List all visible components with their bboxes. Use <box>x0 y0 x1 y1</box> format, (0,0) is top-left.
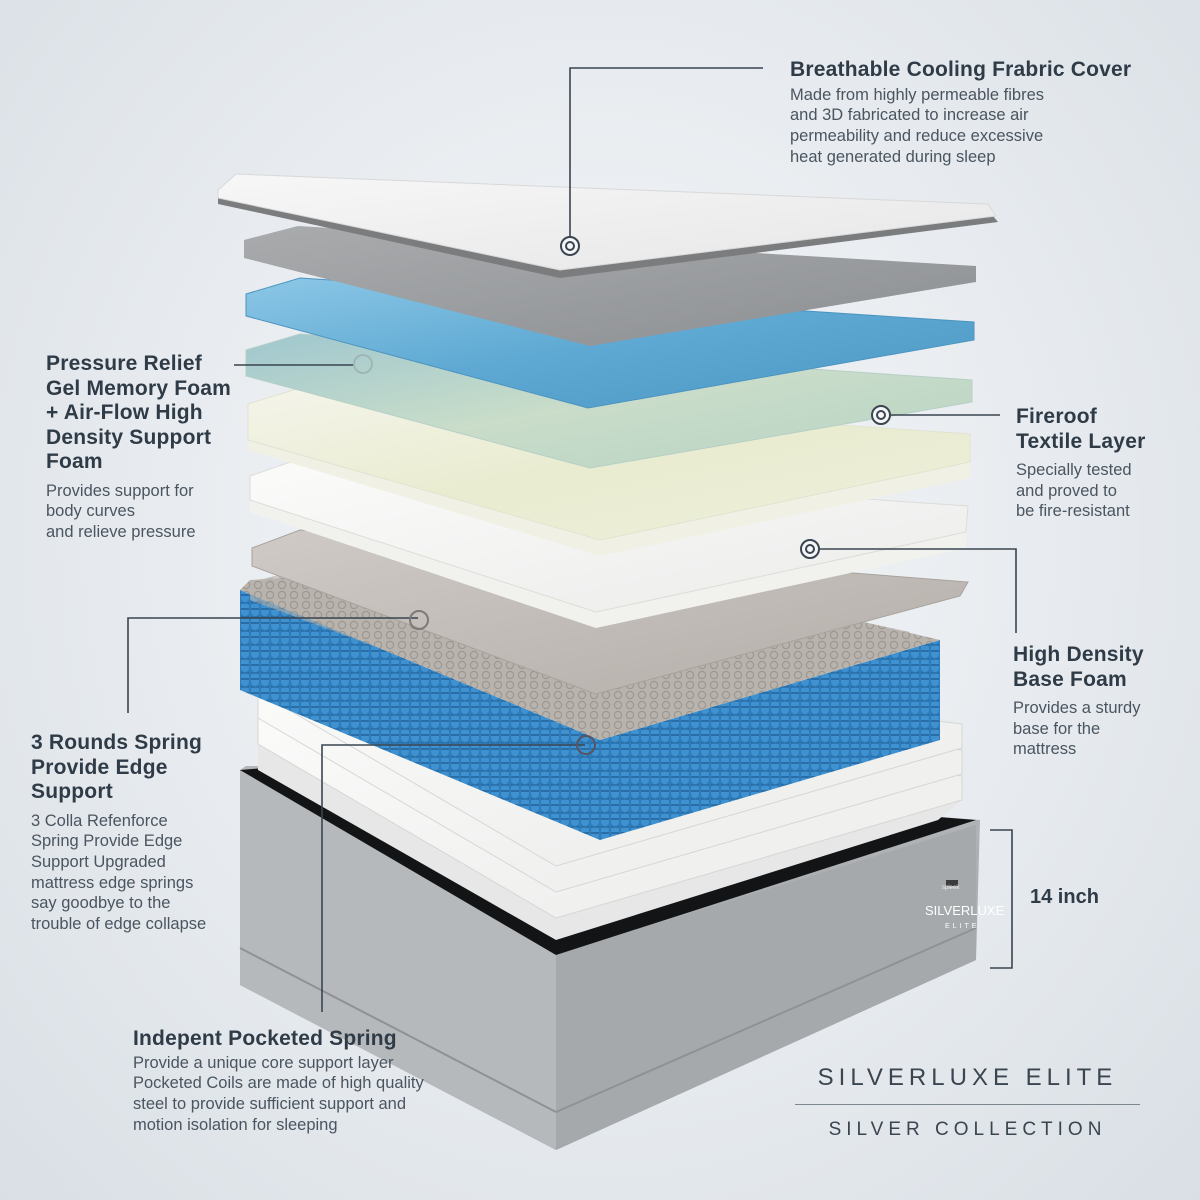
callout-base-foam-desc: Provides a sturdy base for the mattress <box>1013 699 1141 759</box>
marker-base-foam <box>800 539 820 559</box>
callout-edge-spring-title: 3 Rounds Spring Provide Edge Support <box>31 731 202 803</box>
marker-cover <box>560 236 580 256</box>
callout-gel-foam-title: Pressure Relief Gel Memory Foam + Air-Fl… <box>46 352 232 473</box>
marker-fireproof <box>871 405 891 425</box>
callout-fireproof: Fireroof Textile Layer Specially tested … <box>1016 405 1196 522</box>
callout-cover: Breathable Cooling Frabric Cover Made fr… <box>790 58 1190 167</box>
callout-base-foam-title: High Density Base Foam <box>1013 643 1144 691</box>
callout-edge-spring-desc: 3 Colla Refenforce Spring Provide Edge S… <box>31 811 207 934</box>
callout-gel-foam-desc: Provides support for body curves and rel… <box>46 481 196 541</box>
callout-cover-desc: Made from highly permeable fibres and 3D… <box>790 85 1045 166</box>
height-label: 14 inch <box>1030 886 1099 908</box>
leader-lines <box>127 67 1017 1012</box>
callout-pocket-spring: Indepent Pocketed Spring Provide a uniqu… <box>133 1027 513 1135</box>
callout-pocket-spring-desc: Provide a unique core support layer Pock… <box>133 1053 424 1134</box>
marker-gel <box>353 354 373 374</box>
callout-fireproof-title: Fireroof Textile Layer <box>1016 405 1146 453</box>
brand-name: SILVERLUXE ELITE <box>817 1064 1118 1091</box>
cooling-fabric-cover <box>217 173 998 278</box>
callout-pocket-spring-title: Indepent Pocketed Spring <box>133 1027 397 1050</box>
fireproof-textile-layer <box>244 226 976 346</box>
mattress-label-name: SILVERLUXE <box>925 903 1005 918</box>
callout-edge-spring: 3 Rounds Spring Provide Edge Support 3 C… <box>31 731 261 935</box>
brand-collection: SILVER COLLECTION <box>828 1119 1107 1140</box>
brand-divider <box>795 1104 1140 1105</box>
callout-cover-title: Breathable Cooling Frabric Cover <box>790 58 1132 81</box>
callout-fireproof-desc: Specially tested and proved to be fire-r… <box>1016 461 1132 521</box>
brand-block: SILVERLUXE ELITE SILVER COLLECTION <box>795 1064 1140 1141</box>
mattress-label-small: spleek <box>942 885 960 891</box>
marker-pocket-spring <box>576 735 596 755</box>
callout-markers <box>353 236 891 755</box>
mattress-label-sub: ELITE <box>945 923 979 930</box>
mattress-brand-label: spleek SILVERLUXE ELITE <box>925 880 1005 930</box>
marker-edge-spring <box>409 610 429 630</box>
callout-gel-foam: Pressure Relief Gel Memory Foam + Air-Fl… <box>46 352 266 543</box>
callout-base-foam: High Density Base Foam Provides a sturdy… <box>1013 643 1193 760</box>
